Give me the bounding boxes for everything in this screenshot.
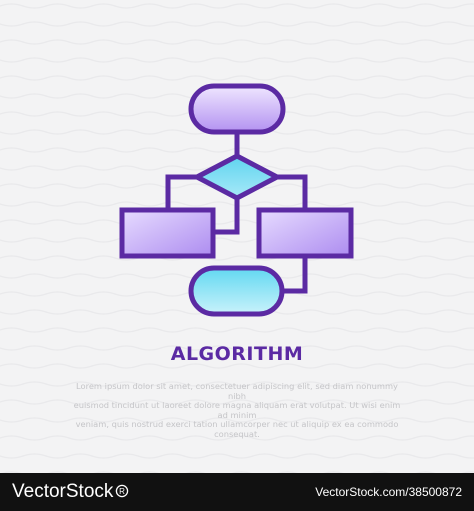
background-wave-line xyxy=(0,219,474,225)
description-line: veniam, quis nostrud exerci tation ullam… xyxy=(75,419,399,439)
flowchart-connectors xyxy=(165,129,308,294)
background-wave-line xyxy=(1,471,474,473)
vectorstock-logo: VectorStock R xyxy=(12,481,129,503)
background-wave-line xyxy=(0,255,474,261)
background-wave-line xyxy=(0,39,474,45)
background-wave-line xyxy=(0,381,474,387)
background-wave-line xyxy=(0,435,474,441)
background-wave-line xyxy=(0,147,474,153)
background-wave-line xyxy=(0,201,474,207)
background-wave-line xyxy=(0,75,474,81)
background-wave-line xyxy=(0,399,474,405)
background-wave-line xyxy=(0,417,474,423)
background-wave-line xyxy=(0,345,474,351)
description-line: Lorem ipsum dolor sit amet, consectetuer… xyxy=(76,381,398,401)
background-wave-line xyxy=(0,21,474,27)
background-wave-line xyxy=(0,57,474,63)
description-text: Lorem ipsum dolor sit amet, consectetuer… xyxy=(70,381,404,440)
background-wave-line xyxy=(0,237,474,243)
background-wave-line xyxy=(0,363,474,369)
vectorstock-logo-icon: R xyxy=(116,484,129,498)
decision-diamond-shape xyxy=(194,153,280,201)
background-wave-line xyxy=(0,3,474,9)
svg-text:R: R xyxy=(120,487,126,496)
flowchart-icon xyxy=(119,83,354,317)
start-terminal-shape xyxy=(188,83,286,135)
description-line: euismod tincidunt ut laoreet dolore magn… xyxy=(73,400,401,420)
vectorstock-image-id: VectorStock.com/38500872 xyxy=(315,485,462,499)
image-canvas: ALGORITHM Lorem ipsum dolor sit amet, co… xyxy=(0,3,474,473)
background-wave-line xyxy=(0,327,474,333)
right-process-box xyxy=(256,207,354,259)
background-wave-line xyxy=(0,453,474,459)
end-terminal-shape xyxy=(188,265,285,317)
watermark-footer-bar: VectorStock R VectorStock.com/38500872 xyxy=(0,473,474,511)
left-process-box xyxy=(119,207,216,259)
illustration-title: ALGORITHM xyxy=(170,343,304,365)
vectorstock-brand-text: VectorStock xyxy=(12,481,114,502)
